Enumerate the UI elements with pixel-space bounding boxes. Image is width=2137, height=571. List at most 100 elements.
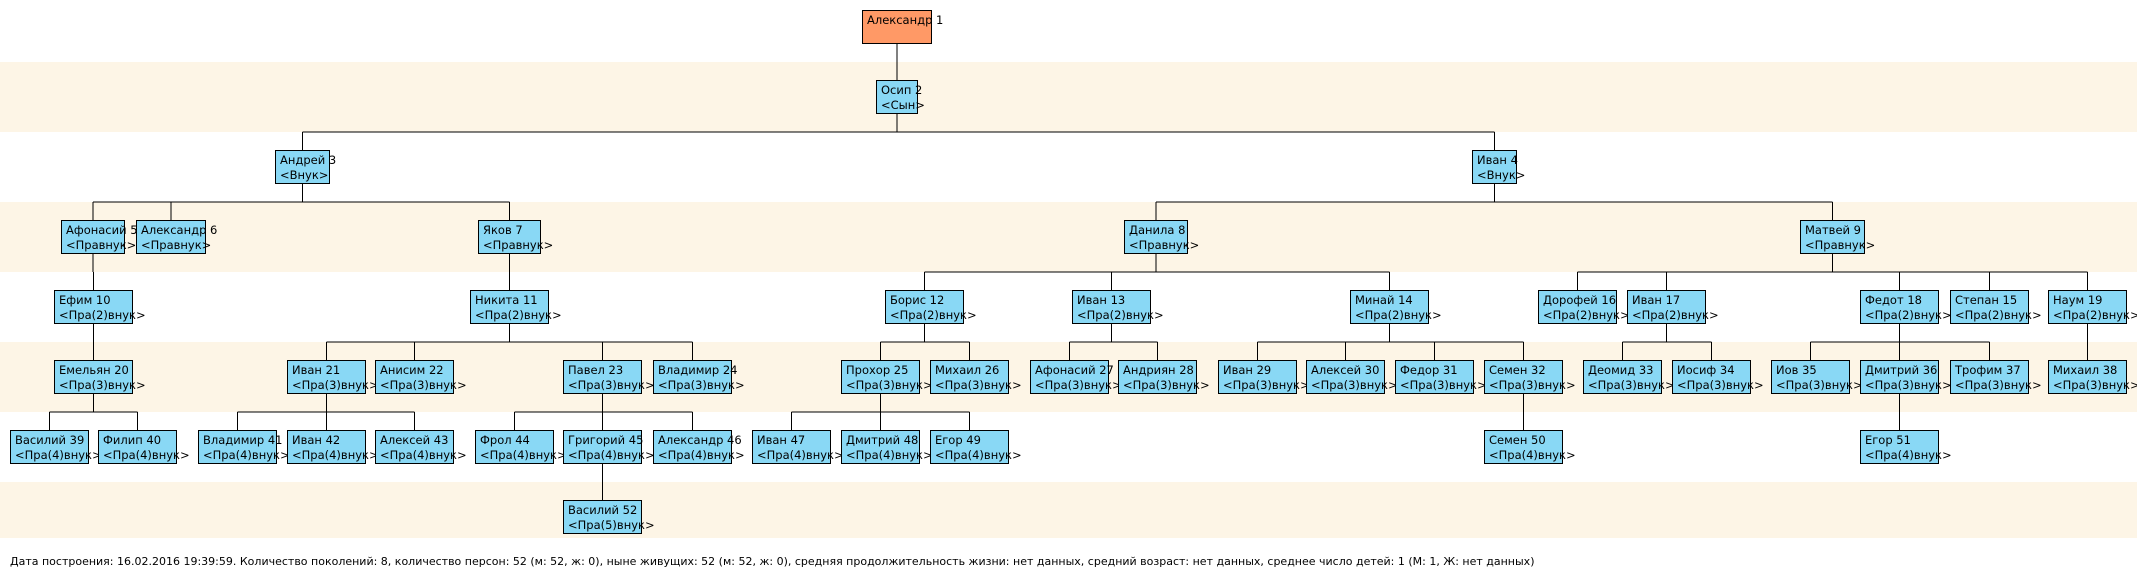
person-relation: <Пра(2)внук> bbox=[890, 308, 977, 322]
person-node-19[interactable]: Наум 19<Пра(2)внук> bbox=[2048, 290, 2137, 324]
person-name: Андриян 28 bbox=[1123, 363, 1194, 377]
person-name: Филип 40 bbox=[103, 433, 162, 447]
person-relation: <Пра(2)внук> bbox=[1543, 308, 1630, 322]
person-name: Дмитрий 36 bbox=[1865, 363, 1938, 377]
person-relation: <Пра(3)внук> bbox=[2053, 378, 2137, 392]
person-name: Владимир 24 bbox=[658, 363, 738, 377]
person-relation: <Пра(5)внук> bbox=[568, 518, 655, 532]
person-relation: <Пра(3)внук> bbox=[935, 378, 1022, 392]
person-node-46[interactable]: Александр 46<Пра(4)внук> bbox=[653, 430, 745, 464]
person-name: Яков 7 bbox=[483, 223, 523, 237]
person-relation: <Пра(4)внук> bbox=[15, 448, 102, 462]
person-node-52[interactable]: Василий 52<Пра(5)внук> bbox=[563, 500, 655, 534]
person-name: Деомид 33 bbox=[1588, 363, 1654, 377]
person-name: Иван 13 bbox=[1077, 293, 1126, 307]
person-node-18[interactable]: Федот 18<Пра(2)внук> bbox=[1860, 290, 1952, 324]
person-node-7[interactable]: Яков 7<Правнук> bbox=[478, 220, 553, 254]
person-name: Афонасий 27 bbox=[1035, 363, 1114, 377]
person-relation: <Пра(3)внук> bbox=[1865, 378, 1952, 392]
person-node-3[interactable]: Андрей 3<Внук> bbox=[275, 150, 336, 184]
person-node-15[interactable]: Степан 15<Пра(2)внук> bbox=[1950, 290, 2042, 324]
person-node-17[interactable]: Иван 17<Пра(2)внук> bbox=[1627, 290, 1719, 324]
person-name: Михаил 38 bbox=[2053, 363, 2118, 377]
person-node-36[interactable]: Дмитрий 36<Пра(3)внук> bbox=[1860, 360, 1952, 394]
person-node-51[interactable]: Егор 51<Пра(4)внук> bbox=[1860, 430, 1952, 464]
person-node-30[interactable]: Алексей 30<Пра(3)внук> bbox=[1306, 360, 1398, 394]
person-name: Владимир 41 bbox=[203, 433, 283, 447]
person-relation: <Пра(2)внук> bbox=[1355, 308, 1442, 322]
person-relation: <Пра(3)внук> bbox=[59, 378, 146, 392]
person-relation: <Пра(3)внук> bbox=[292, 378, 379, 392]
person-name: Ефим 10 bbox=[59, 293, 111, 307]
person-relation: <Пра(2)внук> bbox=[1955, 308, 2042, 322]
person-node-9[interactable]: Матвей 9<Правнук> bbox=[1800, 220, 1875, 254]
person-node-50[interactable]: Семен 50<Пра(4)внук> bbox=[1484, 430, 1576, 464]
person-node-41[interactable]: Владимир 41<Пра(4)внук> bbox=[198, 430, 290, 464]
person-name: Борис 12 bbox=[890, 293, 945, 307]
person-node-40[interactable]: Филип 40<Пра(4)внук> bbox=[98, 430, 190, 464]
person-node-37[interactable]: Трофим 37<Пра(3)внук> bbox=[1950, 360, 2042, 394]
person-node-21[interactable]: Иван 21<Пра(3)внук> bbox=[287, 360, 379, 394]
person-node-31[interactable]: Федор 31<Пра(3)внук> bbox=[1395, 360, 1487, 394]
person-name: Иван 29 bbox=[1223, 363, 1272, 377]
person-node-27[interactable]: Афонасий 27<Пра(3)внук> bbox=[1030, 360, 1122, 394]
person-node-42[interactable]: Иван 42<Пра(4)внук> bbox=[287, 430, 379, 464]
generation-band-4 bbox=[0, 202, 2137, 272]
generation-band-2 bbox=[0, 62, 2137, 132]
person-relation: <Пра(4)внук> bbox=[203, 448, 290, 462]
person-name: Степан 15 bbox=[1955, 293, 2018, 307]
person-node-16[interactable]: Дорофей 16<Пра(2)внук> bbox=[1538, 290, 1630, 324]
person-node-6[interactable]: Александр 6<Правнук> bbox=[136, 220, 217, 254]
person-node-48[interactable]: Дмитрий 48<Пра(4)внук> bbox=[841, 430, 933, 464]
person-node-12[interactable]: Борис 12<Пра(2)внук> bbox=[885, 290, 977, 324]
person-name: Андрей 3 bbox=[280, 153, 337, 167]
person-name: Матвей 9 bbox=[1805, 223, 1861, 237]
person-node-1[interactable]: Александр 1 bbox=[862, 10, 943, 44]
person-node-29[interactable]: Иван 29<Пра(3)внук> bbox=[1218, 360, 1310, 394]
person-node-24[interactable]: Владимир 24<Пра(3)внук> bbox=[653, 360, 745, 394]
person-node-22[interactable]: Анисим 22<Пра(3)внук> bbox=[375, 360, 467, 394]
person-node-14[interactable]: Минай 14<Пра(2)внук> bbox=[1350, 290, 1442, 324]
person-name: Егор 49 bbox=[935, 433, 981, 447]
person-node-44[interactable]: Фрол 44<Пра(4)внук> bbox=[475, 430, 567, 464]
person-node-25[interactable]: Прохор 25<Пра(3)внук> bbox=[841, 360, 933, 394]
person-node-33[interactable]: Деомид 33<Пра(3)внук> bbox=[1583, 360, 1675, 394]
person-node-34[interactable]: Иосиф 34<Пра(3)внук> bbox=[1672, 360, 1764, 394]
person-node-35[interactable]: Иов 35<Пра(3)внук> bbox=[1771, 360, 1863, 394]
person-relation: <Правнук> bbox=[141, 238, 212, 252]
person-node-10[interactable]: Ефим 10<Пра(2)внук> bbox=[54, 290, 146, 324]
person-node-38[interactable]: Михаил 38<Пра(3)внук> bbox=[2048, 360, 2137, 394]
person-name: Егор 51 bbox=[1865, 433, 1911, 447]
person-name: Иван 21 bbox=[292, 363, 341, 377]
person-relation: <Правнук> bbox=[1805, 238, 1876, 252]
person-node-11[interactable]: Никита 11<Пра(2)внук> bbox=[470, 290, 562, 324]
person-node-45[interactable]: Григорий 45<Пра(4)внук> bbox=[563, 430, 655, 464]
person-node-5[interactable]: Афонасий 5<Правнук> bbox=[61, 220, 138, 254]
person-relation: <Пра(4)внук> bbox=[380, 448, 467, 462]
person-node-23[interactable]: Павел 23<Пра(3)внук> bbox=[563, 360, 655, 394]
person-node-4[interactable]: Иван 4<Внук> bbox=[1472, 150, 1525, 184]
person-node-2[interactable]: Осип 2<Сын> bbox=[876, 80, 925, 114]
person-name: Минай 14 bbox=[1355, 293, 1413, 307]
person-relation: <Пра(4)внук> bbox=[1489, 448, 1576, 462]
person-node-47[interactable]: Иван 47<Пра(4)внук> bbox=[752, 430, 844, 464]
person-relation: <Правнук> bbox=[66, 238, 137, 252]
person-relation: <Пра(3)внук> bbox=[1955, 378, 2042, 392]
person-node-43[interactable]: Алексей 43<Пра(4)внук> bbox=[375, 430, 467, 464]
person-node-20[interactable]: Емельян 20<Пра(3)внук> bbox=[54, 360, 146, 394]
person-name: Наум 19 bbox=[2053, 293, 2103, 307]
person-name: Александр 46 bbox=[658, 433, 742, 447]
person-name: Иосиф 34 bbox=[1677, 363, 1735, 377]
person-node-49[interactable]: Егор 49<Пра(4)внук> bbox=[930, 430, 1022, 464]
person-node-28[interactable]: Андриян 28<Пра(3)внук> bbox=[1118, 360, 1210, 394]
person-node-8[interactable]: Данила 8<Правнук> bbox=[1124, 220, 1199, 254]
person-node-13[interactable]: Иван 13<Пра(2)внук> bbox=[1072, 290, 1164, 324]
person-name: Никита 11 bbox=[475, 293, 538, 307]
person-relation: <Пра(2)внук> bbox=[59, 308, 146, 322]
person-relation: <Пра(4)внук> bbox=[568, 448, 655, 462]
person-node-39[interactable]: Василий 39<Пра(4)внук> bbox=[10, 430, 102, 464]
person-node-26[interactable]: Михаил 26<Пра(3)внук> bbox=[930, 360, 1022, 394]
person-name: Алексей 30 bbox=[1311, 363, 1380, 377]
person-name: Иван 47 bbox=[757, 433, 806, 447]
person-node-32[interactable]: Семен 32<Пра(3)внук> bbox=[1484, 360, 1576, 394]
